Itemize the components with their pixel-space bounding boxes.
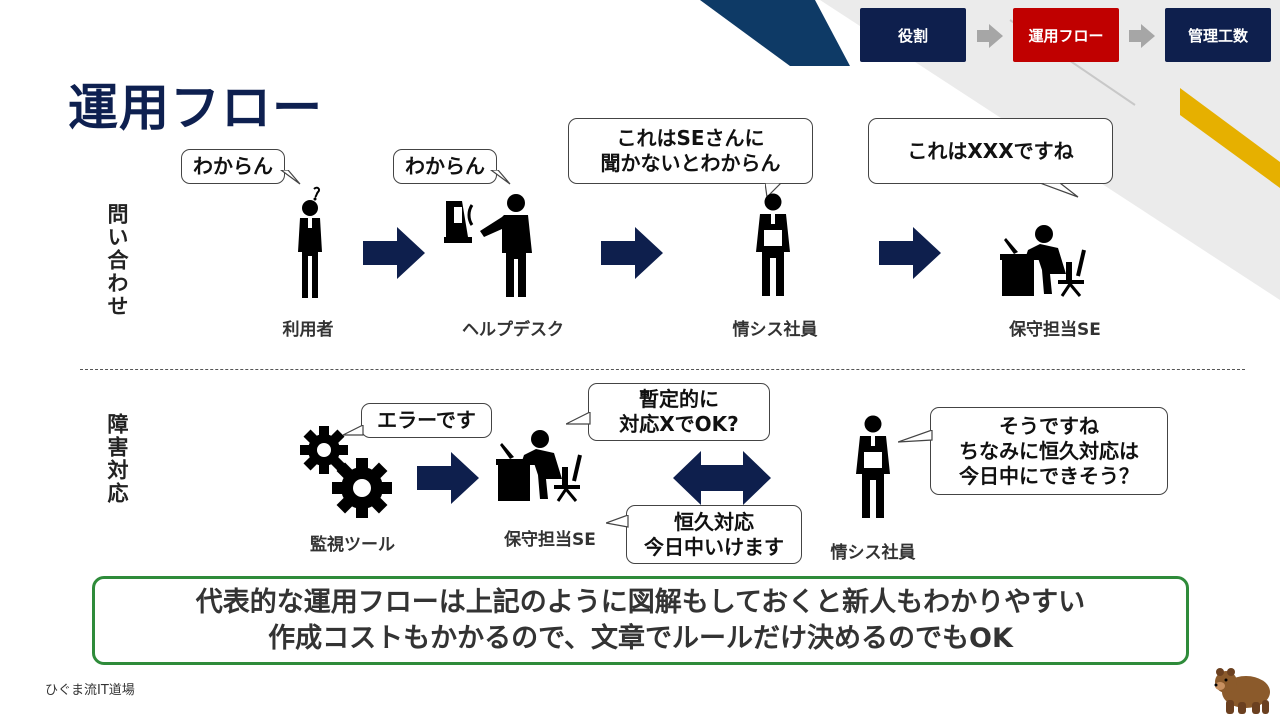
step-roles: 役割 — [860, 8, 966, 62]
actor-label-it-staff: 情シス社員 — [732, 320, 818, 340]
speech-bubble-se-permanent: 恒久対応 今日中いけます — [626, 505, 802, 564]
confused-person-icon — [298, 186, 322, 298]
flow-arrow-icon — [417, 452, 479, 504]
employee-with-document-icon — [856, 415, 890, 518]
bear-mascot-icon — [1214, 668, 1270, 714]
actor-label-user: 利用者 — [282, 320, 334, 340]
speech-bubble-it-staff-incident: そうですね ちなみに恒久対応は 今日中にできそう？ — [930, 407, 1168, 495]
bubble-tail — [606, 515, 629, 528]
actor-label-it-staff: 情シス社員 — [830, 543, 916, 563]
flow-arrow-icon — [601, 227, 663, 279]
step-arrow-icon — [1129, 24, 1155, 48]
speech-bubble-it-staff: これはSEさんに 聞かないとわからん — [568, 118, 813, 184]
footer-brand: ひぐま流IT道場 — [45, 683, 135, 698]
speech-bubble-user: わからん — [181, 149, 285, 184]
section-label-incident: 障害対応 — [105, 413, 129, 505]
flow-arrow-icon — [879, 227, 941, 279]
flow-arrow-icon — [363, 227, 425, 279]
bidirectional-arrow-icon — [673, 451, 771, 505]
actor-label-maintenance-se: 保守担当SE — [504, 530, 596, 550]
step-arrow-icon — [977, 24, 1003, 48]
bubble-tail — [343, 425, 364, 436]
bubble-tail — [765, 183, 782, 199]
bubble-tail — [898, 430, 933, 443]
summary-line-2: 作成コストもかかるので、文章でルールだけ決めるのでもOK — [268, 622, 1013, 654]
bubble-tail — [280, 170, 301, 185]
speech-bubble-se-provisional: 暫定的に 対応XでOK? — [588, 383, 770, 441]
bubble-tail — [490, 170, 511, 185]
summary-box: 代表的な運用フローは上記のように図解もしておくと新人もわかりやすい 作成コストも… — [92, 576, 1189, 665]
engineer-at-desk-icon — [496, 430, 582, 502]
page-title: 運用フロー — [68, 79, 323, 137]
section-label-inquiry: 問い合わせ — [105, 203, 129, 318]
speech-bubble-helpdesk: わからん — [393, 149, 497, 184]
actor-label-helpdesk: ヘルプデスク — [462, 320, 564, 340]
speech-bubble-monitoring: エラーです — [361, 403, 492, 438]
section-divider — [80, 369, 1245, 370]
bubble-tail — [1040, 183, 1079, 198]
speech-bubble-maintenance-se: これはXXXですね — [868, 118, 1113, 184]
step-operation-flow: 運用フロー — [1013, 8, 1119, 62]
actor-label-monitoring-tool: 監視ツール — [310, 535, 395, 555]
engineer-at-desk-icon — [1000, 225, 1086, 297]
summary-line-1: 代表的な運用フローは上記のように図解もしておくと新人もわかりやすい — [195, 586, 1086, 618]
bubble-tail — [566, 412, 591, 425]
employee-with-document-icon — [756, 193, 790, 296]
gears-icon — [300, 426, 392, 518]
actor-label-maintenance-se: 保守担当SE — [1009, 320, 1101, 340]
helpdesk-phone-person-icon — [444, 194, 532, 297]
step-management-effort: 管理工数 — [1165, 8, 1271, 62]
